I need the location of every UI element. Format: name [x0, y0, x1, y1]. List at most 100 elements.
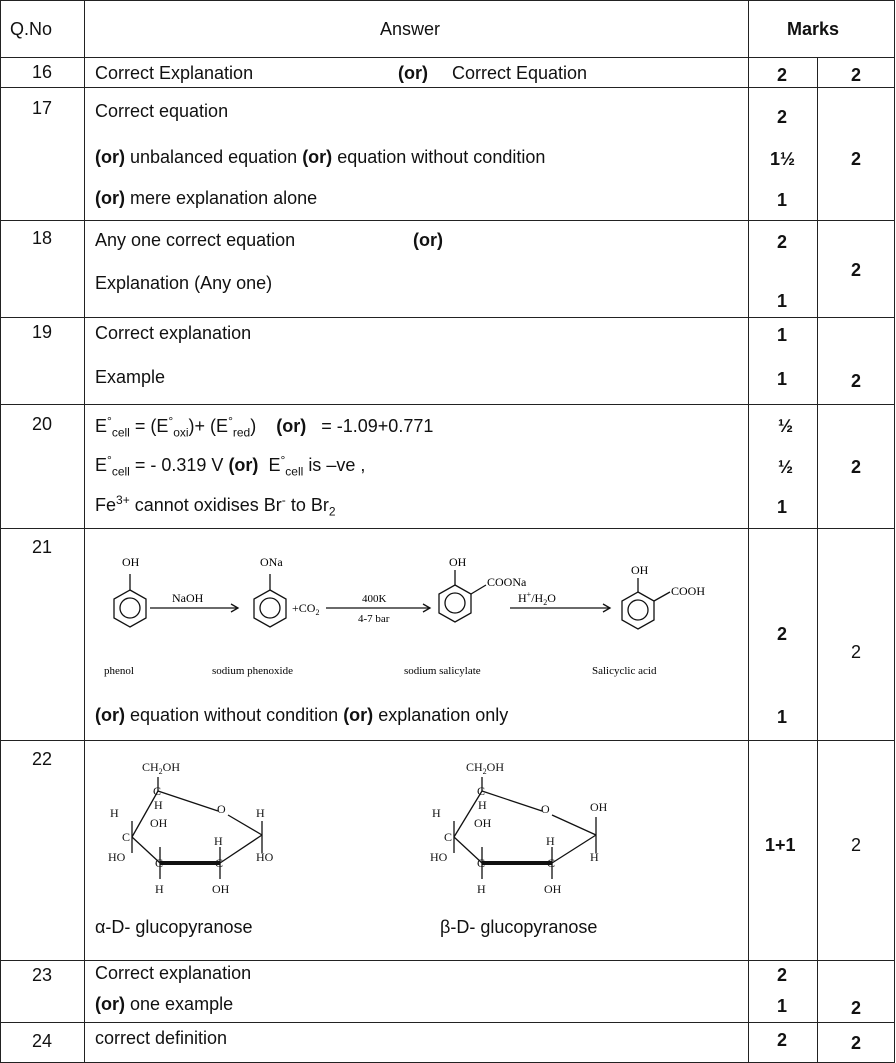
question-number: 17: [32, 98, 53, 118]
equation-line-2: E°cell = - 0.319 V (or) E°cell is –ve ,: [95, 453, 366, 479]
answer-line-2: (or) equation without condition (or) exp…: [95, 705, 509, 725]
header-qno: Q.No: [10, 19, 53, 39]
equation-line-1: E°cell = (E°oxi)+ (E°red) (or) = -1.09+0…: [95, 414, 434, 440]
answer-line-2: (or) one example: [95, 994, 234, 1014]
beta-h2: H: [546, 834, 555, 848]
answer-line-2: (or) unbalanced equation (or) equation w…: [95, 147, 546, 167]
answer-text: Correct Explanation: [95, 63, 254, 83]
mark-2: 1½: [770, 149, 796, 169]
beta-ch2oh: CH2OH: [466, 760, 504, 776]
alpha-o: O: [217, 802, 226, 816]
alpha-h3: H: [155, 882, 164, 896]
mark-2: 1: [777, 707, 788, 727]
question-number: 23: [32, 965, 53, 985]
beta-h3: H: [477, 882, 486, 896]
equation-line-3: Fe3+ cannot oxidises Br- to Br2: [95, 493, 336, 519]
beta-h4: H: [432, 806, 441, 820]
total-mark: 2: [851, 998, 862, 1018]
beta-h5: H: [478, 798, 487, 812]
beta-oh3: OH: [474, 816, 492, 830]
alpha-oh2: OH: [212, 882, 230, 896]
mark-2: ½: [778, 457, 794, 477]
question-number: 20: [32, 414, 53, 434]
label-salicylic: Salicyclic acid: [592, 665, 657, 677]
alpha-h5: H: [154, 798, 163, 812]
mark: 2: [777, 65, 788, 85]
alpha-h2: H: [214, 834, 223, 848]
total-mark: 2: [851, 260, 862, 280]
answer-line-2: Example: [95, 367, 166, 387]
beta-c2: C: [547, 856, 555, 870]
mark-1: 2: [777, 965, 788, 985]
mark-1: 1: [777, 325, 788, 345]
mark-3: 1: [777, 497, 788, 517]
pressure-condition: 4-7 bar: [358, 613, 390, 625]
or-label: (or): [398, 63, 428, 83]
total-mark: 2: [851, 642, 862, 662]
salicylate-oh: OH: [449, 555, 467, 569]
total-mark: 2: [851, 149, 862, 169]
beta-c4: C: [444, 830, 452, 844]
temperature-condition: 400K: [362, 593, 387, 605]
label-phenol: phenol: [104, 665, 134, 677]
alpha-ho1: HO: [256, 850, 274, 864]
beta-h1: H: [590, 850, 599, 864]
alpha-c5: C: [153, 784, 161, 798]
salicylate-coona: COONa: [487, 575, 527, 589]
header-marks: Marks: [787, 19, 840, 39]
mark-1: 2: [777, 232, 788, 252]
mark-2: 1: [777, 291, 788, 311]
total-mark: 2: [851, 835, 862, 855]
label-phenoxide: sodium phenoxide: [212, 665, 293, 677]
mark-1: 2: [777, 624, 788, 644]
mark-1: 2: [777, 107, 788, 127]
answer-line-1: Any one correct equation: [95, 230, 296, 250]
beta-ho4: HO: [430, 850, 448, 864]
alpha-c2: C: [215, 856, 223, 870]
alpha-c4: C: [122, 830, 130, 844]
question-number: 16: [32, 62, 53, 82]
question-number: 24: [32, 1031, 53, 1051]
glucopyranose-structures: CH2OH C O H H C HO OH H H HO C C H OH CH…: [108, 760, 608, 896]
reaction-scheme: OH NaOH ONa +CO2 400K 4-7 bar OH COONa H…: [104, 555, 705, 677]
total-mark: 2: [851, 457, 862, 477]
mark-1: 1+1: [765, 835, 796, 855]
alpha-label: α-D- glucopyranose: [95, 917, 253, 937]
co2-reagent: +CO2: [292, 601, 319, 617]
mark-2: 1: [777, 369, 788, 389]
alpha-ch2oh: CH2OH: [142, 760, 180, 776]
question-number: 22: [32, 749, 53, 769]
total-mark: 2: [851, 1033, 862, 1053]
salicylic-oh: OH: [631, 563, 649, 577]
question-number: 18: [32, 228, 53, 248]
answer-line-1: Correct equation: [95, 101, 229, 121]
mark-2: 1: [777, 996, 788, 1016]
answer-line-1: Correct explanation: [95, 963, 252, 983]
beta-oh2: OH: [544, 882, 562, 896]
naoh-reagent: NaOH: [172, 591, 204, 605]
beta-c3: C: [477, 856, 485, 870]
beta-oh1: OH: [590, 800, 608, 814]
phenol-oh: OH: [122, 555, 140, 569]
or-label: (or): [413, 230, 443, 250]
mark-3: 1: [777, 190, 788, 210]
answer-line-1: correct definition: [95, 1028, 228, 1048]
question-number: 19: [32, 322, 53, 342]
answer-line-2: Explanation (Any one): [95, 273, 273, 293]
answer-line-3: (or) mere explanation alone: [95, 188, 318, 208]
total-mark: 2: [851, 371, 862, 391]
alpha-h4: H: [110, 806, 119, 820]
alpha-h1: H: [256, 806, 265, 820]
label-salicylate: sodium salicylate: [404, 665, 481, 677]
mark-1: 2: [777, 1030, 788, 1050]
salicylic-cooh: COOH: [671, 584, 705, 598]
alpha-oh3: OH: [150, 816, 168, 830]
question-number: 21: [32, 537, 53, 557]
mark-1: ½: [778, 416, 794, 436]
total-mark: 2: [851, 65, 862, 85]
phenoxide-ona: ONa: [260, 555, 283, 569]
answer-line-1: Correct explanation: [95, 323, 252, 343]
beta-o: O: [541, 802, 550, 816]
header-answer: Answer: [380, 19, 441, 39]
beta-c5: C: [477, 784, 485, 798]
